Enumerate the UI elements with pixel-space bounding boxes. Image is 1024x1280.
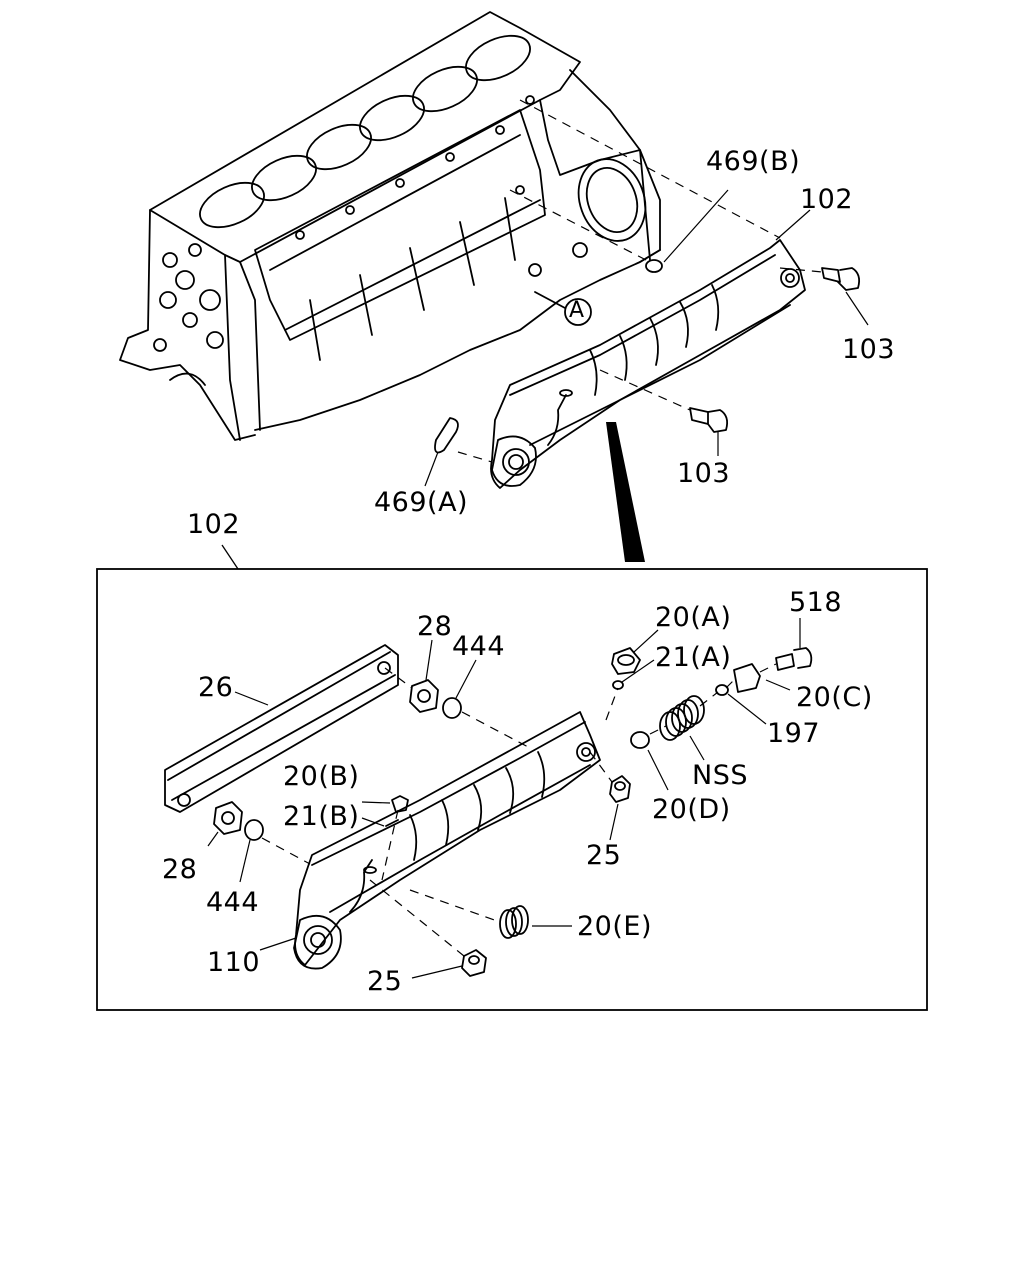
plug-20e	[499, 905, 529, 939]
label-21a: 21(A)	[655, 642, 732, 673]
label-469a: 469(A)	[374, 487, 469, 518]
label-20d: 20(D)	[652, 794, 731, 825]
washer-197	[715, 684, 729, 696]
label-21b: 21(B)	[283, 801, 360, 832]
plug-20d	[630, 731, 650, 749]
label-469b: 469(B)	[706, 146, 801, 177]
label-25-right: 25	[586, 840, 622, 871]
housing-110	[293, 711, 601, 970]
leader-102-box	[221, 544, 239, 570]
label-26: 26	[198, 672, 234, 703]
label-20b: 20(B)	[283, 761, 360, 792]
cooler-element-26	[164, 644, 399, 813]
callout-a-label: A	[569, 298, 585, 323]
fitting-20c	[733, 663, 761, 693]
label-102-top: 102	[800, 184, 854, 215]
detail-pointer-arrow	[606, 422, 645, 562]
bolt-518	[775, 647, 813, 671]
gasket-28-top	[409, 679, 439, 713]
engine-block	[119, 11, 661, 441]
label-20a: 20(A)	[655, 602, 732, 633]
gasket-28-bottom	[213, 801, 243, 835]
leader-lines-detail	[207, 618, 801, 979]
label-518: 518	[789, 587, 843, 618]
label-197: 197	[767, 718, 821, 749]
label-110: 110	[207, 947, 261, 978]
callout-a-marker	[534, 291, 592, 326]
oring-444-top	[442, 697, 462, 719]
label-20e: 20(E)	[577, 911, 652, 942]
label-102-box: 102	[187, 509, 241, 540]
label-103-middle: 103	[677, 458, 731, 489]
nut-25-right	[609, 775, 631, 803]
spring-nss	[659, 695, 705, 741]
label-28-bottom: 28	[162, 854, 198, 885]
washer-21b	[385, 819, 399, 827]
label-103-right: 103	[842, 334, 896, 365]
nut-25-bottom	[461, 949, 487, 977]
gasket-469a	[434, 417, 459, 454]
label-444-top: 444	[452, 631, 506, 662]
detail-box-frame	[96, 568, 928, 1011]
label-444-bottom: 444	[206, 887, 260, 918]
plug-20b	[391, 795, 409, 813]
label-25-bottom: 25	[367, 966, 403, 997]
leader-lines-upper	[424, 99, 869, 487]
bolt-103-middle	[689, 407, 729, 433]
oring-444-bottom	[244, 819, 264, 841]
oil-cooler-assembly-upper	[490, 239, 806, 489]
bolt-103-right	[821, 267, 861, 291]
label-28-top: 28	[417, 611, 453, 642]
label-nss: NSS	[692, 760, 748, 791]
washer-21a	[612, 680, 624, 690]
gasket-469b	[645, 259, 663, 273]
plug-20a	[611, 647, 641, 675]
label-20c: 20(C)	[796, 682, 873, 713]
